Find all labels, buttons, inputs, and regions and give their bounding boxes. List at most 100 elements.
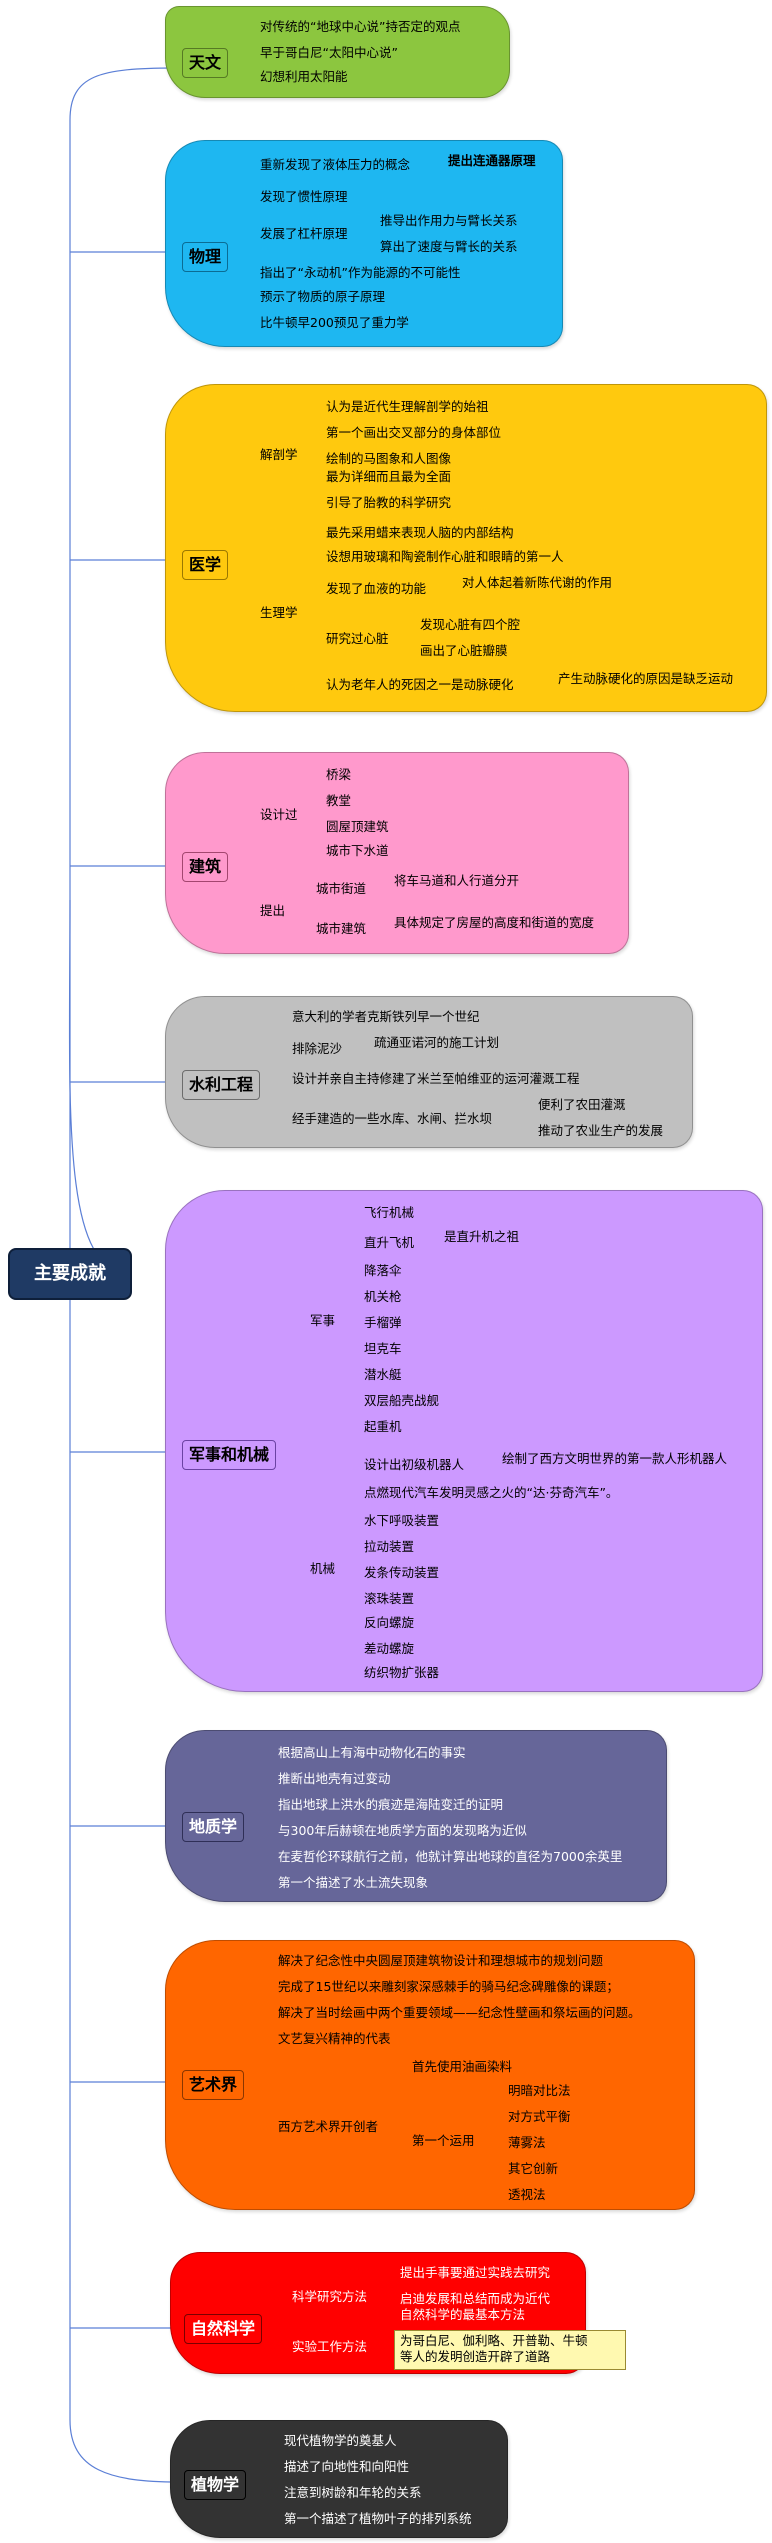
military-m2-sub: 是直升机之祖: [444, 1229, 520, 1244]
military-m6: 坦克车: [364, 1341, 402, 1356]
arts-t4: 其它创新: [508, 2161, 559, 2176]
astronomy-node[interactable]: 天文: [182, 48, 229, 78]
physics-item-6: 比牛顿早200预见了重力学: [260, 315, 409, 330]
geology-g5: 在麦哲伦环球航行之前，他就计算出地球的直径为7000余英里: [278, 1849, 623, 1864]
military-m8: 双层船壳战舰: [364, 1393, 440, 1408]
hydraulic-node[interactable]: 水利工程: [182, 1070, 261, 1100]
architecture-d2: 教堂: [326, 793, 352, 808]
science-s4a: 为哥白尼、伽利略、开普勒、牛顿: [400, 2333, 588, 2348]
medicine-p3-sub: 对人体起着新陈代谢的作用: [462, 575, 613, 590]
astronomy-item-3: 幻想利用太阳能: [260, 69, 348, 84]
medicine-a1: 认为是近代生理解剖学的始祖: [326, 399, 489, 414]
astronomy-item-1: 对传统的“地球中心说”持否定的观点: [260, 19, 461, 34]
medicine-a4: 最为详细而且最为全面: [326, 469, 452, 484]
medicine-panel: [165, 384, 767, 712]
science-note-box: [394, 2330, 626, 2370]
architecture-d4: 城市下水道: [326, 843, 389, 858]
arts-r2: 完成了15世纪以来雕刻家深感棘手的骑马纪念碑雕像的课题；: [278, 1979, 619, 1994]
science-node[interactable]: 自然科学: [184, 2314, 263, 2344]
physics-item-3-sub-2: 算出了速度与臂长的关系: [380, 239, 518, 254]
geology-g4: 与300年后赫顿在地质学方面的发现略为近似: [278, 1823, 527, 1838]
architecture-d3: 圆屋顶建筑: [326, 819, 389, 834]
military-k5: 发条传动装置: [364, 1565, 440, 1580]
physics-item-5: 预示了物质的原子原理: [260, 289, 386, 304]
physics-item-3: 发展了杠杆原理: [260, 226, 348, 241]
hydraulic-h1: 意大利的学者克斯铁列早一个世纪: [292, 1009, 480, 1024]
architecture-s2: 城市建筑: [316, 921, 367, 936]
botany-b3: 注意到树龄和年轮的关系: [284, 2485, 422, 2500]
arts-founder: 西方艺术界开创者: [278, 2119, 379, 2134]
military-k6: 滚珠装置: [364, 1591, 415, 1606]
astronomy-panel: [165, 6, 510, 98]
medicine-p5-sub: 产生动脉硬化的原因是缺乏运动: [558, 671, 734, 686]
hydraulic-h4-sub-1: 便利了农田灌溉: [538, 1097, 626, 1112]
medicine-p2: 设想用玻璃和陶瓷制作心脏和眼睛的第一人: [326, 549, 564, 564]
botany-b4: 第一个描述了植物叶子的排列系统: [284, 2511, 472, 2526]
root-node[interactable]: 主要成就: [8, 1248, 132, 1300]
arts-node[interactable]: 艺术界: [182, 2070, 245, 2100]
astronomy-item-2: 早于哥白尼“太阳中心说”: [260, 45, 398, 60]
military-mil: 军事: [310, 1313, 336, 1328]
medicine-p4: 研究过心脏: [326, 631, 389, 646]
arts-r1: 解决了纪念性中央圆屋顶建筑物设计和理想城市的规划问题: [278, 1953, 604, 1968]
medicine-p5: 认为老年人的死因之一是动脉硬化: [326, 677, 514, 692]
arts-f2: 第一个运用: [412, 2133, 475, 2148]
military-k3: 水下呼吸装置: [364, 1513, 440, 1528]
architecture-proposed: 提出: [260, 903, 286, 918]
botany-node[interactable]: 植物学: [184, 2470, 247, 2500]
architecture-node[interactable]: 建筑: [182, 852, 229, 882]
geology-g6: 第一个描述了水土流失现象: [278, 1875, 429, 1890]
architecture-d1: 桥梁: [326, 767, 352, 782]
medicine-p3: 发现了血液的功能: [326, 581, 427, 596]
medicine-a3: 绘制的马图象和人图像: [326, 451, 452, 466]
medicine-a2: 第一个画出交叉部分的身体部位: [326, 425, 502, 440]
geology-g1: 根据高山上有海中动物化石的事实: [278, 1745, 466, 1760]
science-s2: 启迪发展和总结而成为近代: [400, 2291, 551, 2306]
medicine-p1: 最先采用蜡来表现人脑的内部结构: [326, 525, 514, 540]
botany-b1: 现代植物学的奠基人: [284, 2433, 397, 2448]
geology-g2: 推断出地壳有过变动: [278, 1771, 391, 1786]
military-k2: 点燃现代汽车发明灵感之火的“达·芬奇汽车”。: [364, 1485, 619, 1500]
arts-r4: 文艺复兴精神的代表: [278, 2031, 391, 2046]
architecture-s2-sub: 具体规定了房屋的高度和街道的宽度: [394, 915, 595, 930]
architecture-designed: 设计过: [260, 807, 298, 822]
arts-t3: 薄雾法: [508, 2135, 546, 2150]
military-k1: 设计出初级机器人: [364, 1457, 465, 1472]
architecture-s1-sub: 将车马道和人行道分开: [394, 873, 520, 888]
medicine-a5: 引导了胎教的科学研究: [326, 495, 452, 510]
geology-panel: [165, 1730, 667, 1902]
military-k1-sub: 绘制了西方文明世界的第一款人形机器人: [502, 1451, 728, 1466]
architecture-panel: [165, 752, 629, 954]
architecture-s1: 城市街道: [316, 881, 367, 896]
hydraulic-h4: 经手建造的一些水库、水闸、拦水坝: [292, 1111, 493, 1126]
military-m9: 起重机: [364, 1419, 402, 1434]
military-node[interactable]: 军事和机械: [182, 1440, 277, 1470]
physics-item-2: 发现了惯性原理: [260, 189, 348, 204]
physics-node[interactable]: 物理: [182, 242, 229, 272]
science-s1: 提出手事要通过实践去研究: [400, 2265, 551, 2280]
military-m3: 降落伞: [364, 1263, 402, 1278]
geology-g3: 指出地球上洪水的痕迹是海陆变迁的证明: [278, 1797, 504, 1812]
science-method-2: 实验工作方法: [292, 2339, 368, 2354]
hydraulic-h2-sub: 疏通亚诺河的施工计划: [374, 1035, 500, 1050]
military-m2: 直升飞机: [364, 1235, 415, 1250]
science-s4b: 等人的发明创造开辟了道路: [400, 2349, 551, 2364]
botany-b2: 描述了向地性和向阳性: [284, 2459, 410, 2474]
arts-t5: 透视法: [508, 2187, 546, 2202]
arts-panel: [165, 1940, 695, 2210]
medicine-node[interactable]: 医学: [182, 550, 229, 580]
physics-item-4: 指出了“永动机”作为能源的不可能性: [260, 265, 461, 280]
arts-t2: 对方式平衡: [508, 2109, 571, 2124]
military-m5: 手榴弹: [364, 1315, 402, 1330]
medicine-anatomy: 解剖学: [260, 447, 298, 462]
physics-item-1-sub: 提出连通器原理: [448, 153, 536, 168]
medicine-p4-sub-2: 画出了心脏瓣膜: [420, 643, 508, 658]
hydraulic-h3: 设计并亲自主持修建了米兰至帕维亚的运河灌溉工程: [292, 1071, 580, 1086]
geology-node[interactable]: 地质学: [182, 1812, 245, 1842]
military-k4: 拉动装置: [364, 1539, 415, 1554]
science-method-1: 科学研究方法: [292, 2289, 368, 2304]
military-k9: 纺织物扩张器: [364, 1665, 440, 1680]
military-m7: 潜水艇: [364, 1367, 402, 1382]
physics-panel: [165, 140, 563, 347]
hydraulic-h2: 排除泥沙: [292, 1041, 343, 1056]
